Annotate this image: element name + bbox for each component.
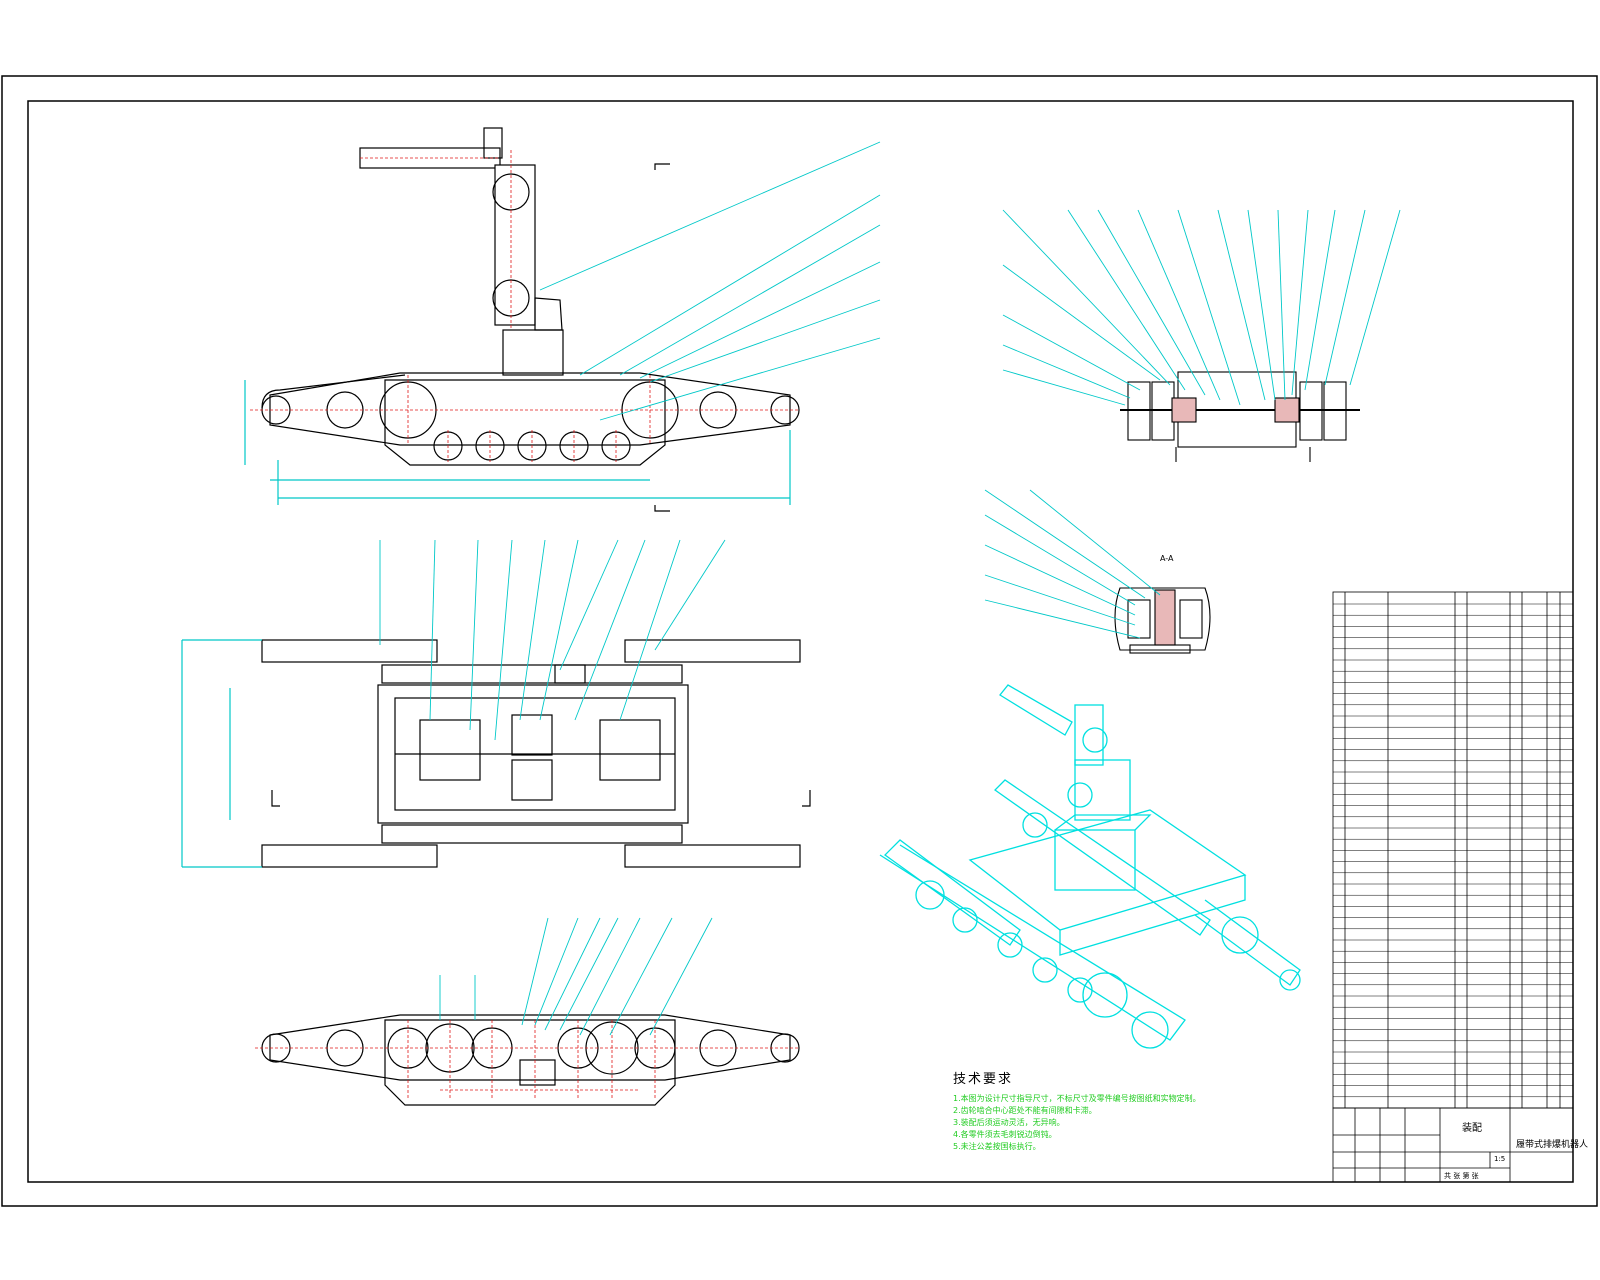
parts-list <box>1332 591 1574 1109</box>
section-view-centers <box>255 1020 800 1100</box>
shaft-detail-leaders <box>1002 209 1401 406</box>
technical-requirements-title: 技术要求 <box>953 1072 1014 1087</box>
requirement-line: 2.齿轮啮合中心距处不能有间隙和卡滞。 <box>953 1106 1097 1115</box>
section-view <box>261 1014 800 1106</box>
title-block-material: 装配 <box>1462 1123 1482 1134</box>
parts-list-rows <box>1333 603 1573 1098</box>
requirement-line: 5.未注公差按国标执行。 <box>953 1142 1041 1151</box>
top-view <box>181 639 801 868</box>
technical-requirements: 技术要求 1.本图为设计尺寸指导尺寸，不标尺寸及零件编号按图纸和实物定制。 2.… <box>953 1068 1293 1153</box>
bearing-detail-leaders <box>984 489 1161 639</box>
requirement-line: 1.本图为设计尺寸指导尺寸，不标尺寸及零件编号按图纸和实物定制。 <box>953 1094 1201 1103</box>
bearing-detail <box>1114 587 1211 654</box>
requirement-line: 4.各零件须去毛刺锐边倒钝。 <box>953 1130 1057 1139</box>
outer-border <box>1 75 1598 1207</box>
section-marks <box>271 163 811 807</box>
front-view-leaders <box>539 141 881 421</box>
requirement-line: 3.装配后须运动灵活，无异响。 <box>953 1118 1065 1127</box>
section-label: A-A <box>1160 554 1174 563</box>
isometric-view <box>879 684 1301 1049</box>
section-view-leaders <box>439 917 713 1036</box>
title-block-sheet: 共 张 第 张 <box>1444 1172 1479 1180</box>
title-block-name: 履带式排爆机器人 <box>1516 1140 1589 1150</box>
title-block <box>1332 1107 1574 1183</box>
front-view <box>244 127 800 505</box>
shaft-detail <box>1120 371 1360 462</box>
top-view-leaders <box>379 539 726 741</box>
front-view-centers <box>250 150 800 462</box>
title-block-scale: 1:5 <box>1494 1155 1506 1163</box>
